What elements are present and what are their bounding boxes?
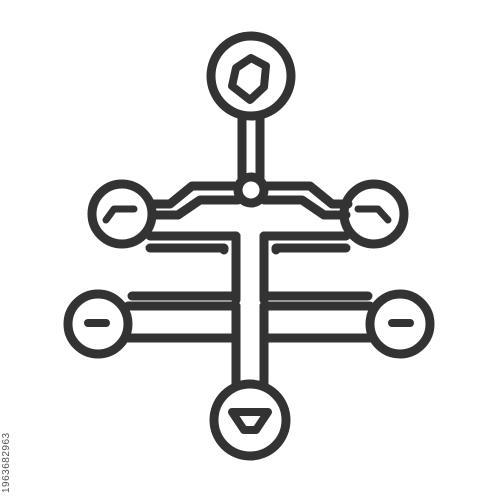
lower-left-node xyxy=(63,289,133,359)
top-connector xyxy=(233,113,269,208)
lower-right-node xyxy=(365,289,435,359)
upper-left-node xyxy=(87,179,157,249)
middle-upper-bars xyxy=(127,231,373,305)
chevron-right-icon xyxy=(354,205,392,224)
shield-down-icon xyxy=(228,408,272,434)
bottom-node-circle xyxy=(209,379,291,461)
upper-branches xyxy=(147,181,353,220)
chevron-left-icon xyxy=(102,205,138,224)
upper-right-node-circle xyxy=(339,179,409,249)
top-node xyxy=(206,31,296,121)
lower-bars xyxy=(123,301,375,389)
top-node-circle xyxy=(206,31,296,121)
hexagon-icon xyxy=(228,54,270,104)
bottom-node xyxy=(209,379,291,461)
upper-right-node xyxy=(339,179,409,249)
lower-right-node-circle xyxy=(365,289,435,359)
upper-left-node-circle xyxy=(87,179,157,249)
watermark-id-text: 1963682963 xyxy=(1,432,12,493)
lower-left-node-circle xyxy=(63,289,133,359)
